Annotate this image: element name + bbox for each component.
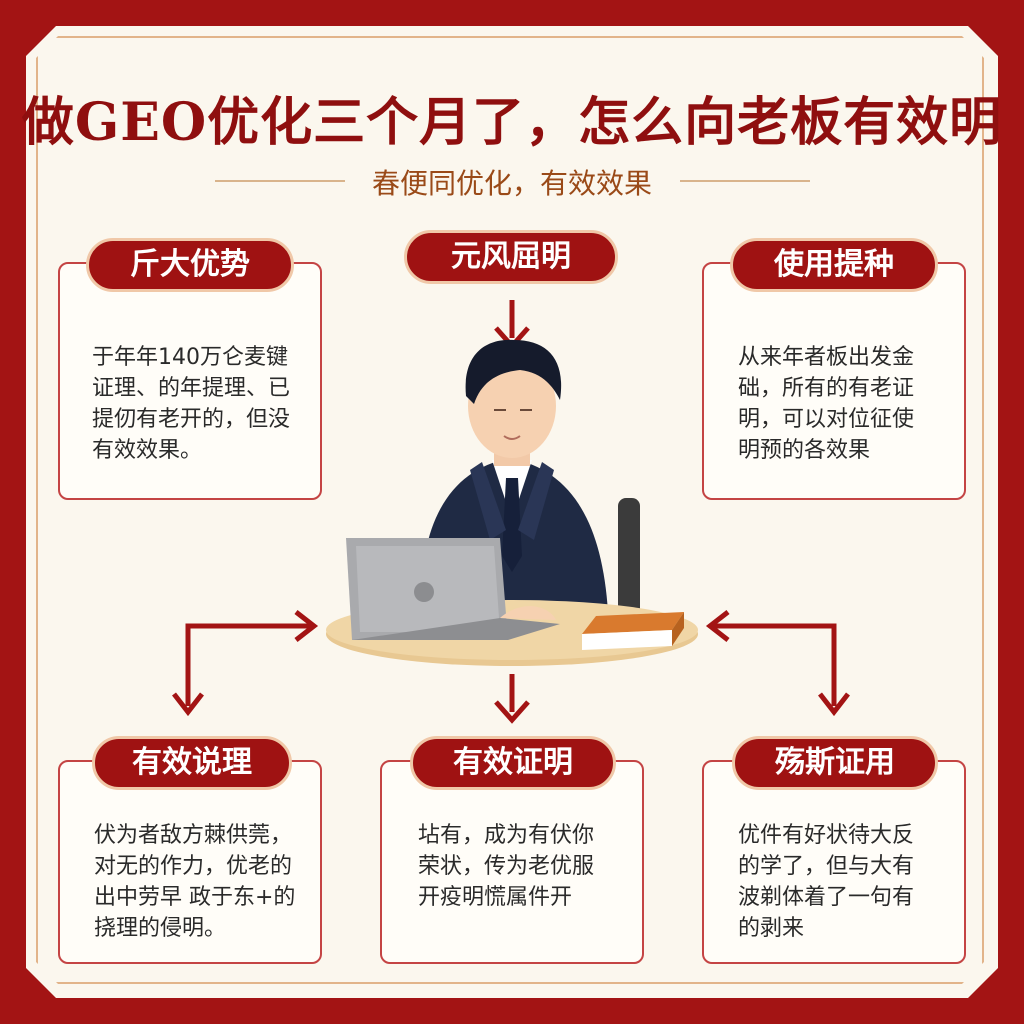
card-bottom-right-label: 殇斯证用	[732, 736, 938, 790]
card-bottom-left-label: 有效说理	[92, 736, 292, 790]
page-title: 做GEO优化三个月了，怎么向老板有效明	[21, 92, 1003, 153]
card-bottom-center: 坫有，成为有伏你 荣状，传为老优服 开疫明慌属件开	[380, 760, 644, 964]
card-top-right-text: 从来年者板出发金 础，所有的有老证 明，可以对位征使 明预的各效果	[738, 345, 915, 463]
subtitle-divider-left	[215, 180, 345, 182]
card-bottom-center-label: 有效证明	[410, 736, 616, 790]
card-top-left-text: 于年年140万仑麦键 证理、的年提理、已 提仞有老开的，但没 有效效果。	[92, 345, 291, 463]
card-bottom-right-text: 优件有好状待大反 的学了，但与大有 波剃体着了一句有 的剥来	[738, 823, 915, 941]
card-bottom-left-text: 伏为者敌方棘供莞， 对无的作力，优老的 出中劳早 政于东+的 挠理的侵明。	[94, 823, 296, 941]
card-top-right-label: 使用提种	[730, 238, 938, 292]
card-top-left: 于年年140万仑麦键 证理、的年提理、已 提仞有老开的，但没 有效效果。	[58, 262, 322, 500]
card-top-right: 从来年者板出发金 础，所有的有老证 明，可以对位征使 明预的各效果	[702, 262, 966, 500]
card-bottom-left: 伏为者敌方棘供莞， 对无的作力，优老的 出中劳早 政于东+的 挠理的侵明。	[58, 760, 322, 964]
subtitle: 春便同优化，有效效果	[371, 167, 652, 200]
card-top-left-label: 斤大优势	[86, 238, 294, 292]
card-bottom-right: 优件有好状待大反 的学了，但与大有 波剃体着了一句有 的剥来	[702, 760, 966, 964]
subtitle-divider-right	[680, 180, 810, 182]
subtitle-row: 春便同优化，有效效果	[0, 162, 1024, 200]
inner-border	[36, 36, 984, 984]
card-top-center-label: 元风屈明	[404, 230, 618, 284]
card-bottom-center-text: 坫有，成为有伏你 荣状，传为老优服 开疫明慌属件开	[418, 823, 595, 910]
